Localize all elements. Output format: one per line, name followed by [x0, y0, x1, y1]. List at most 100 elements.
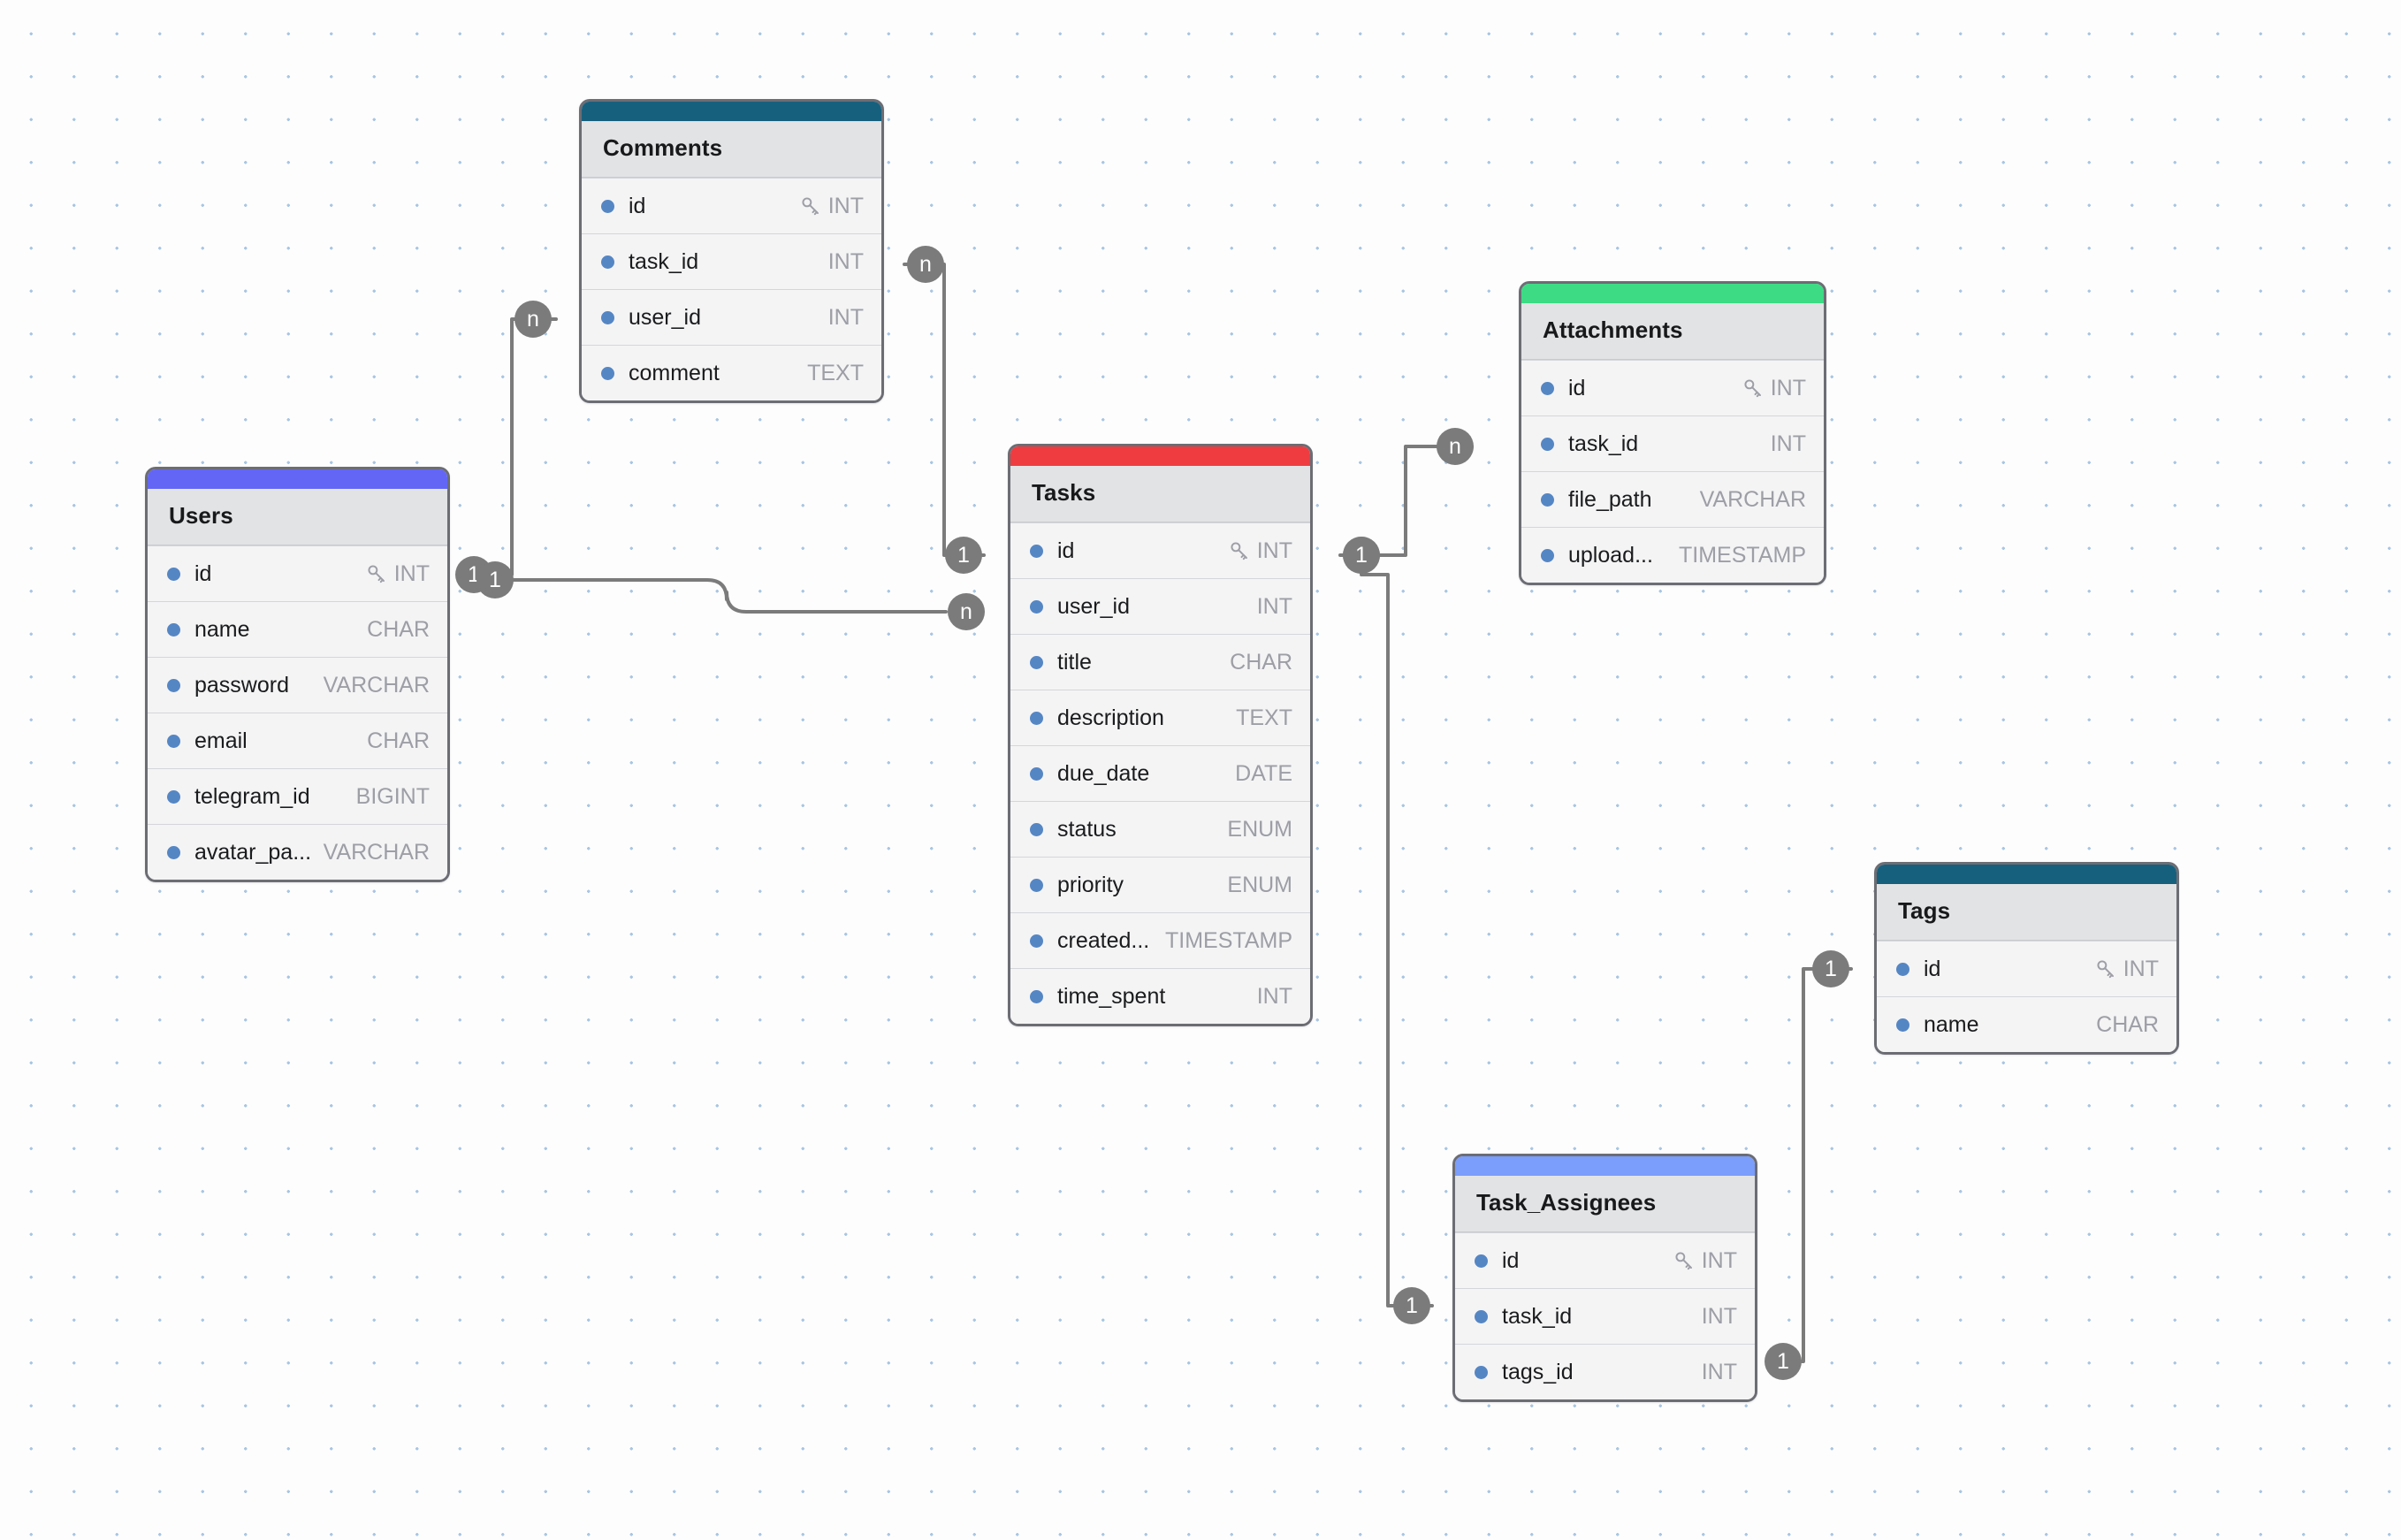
field-bullet-icon: [1541, 548, 1554, 562]
primary-key-icon: [2094, 957, 2117, 980]
cardinality-badge[interactable]: 1: [1765, 1343, 1802, 1380]
table-title: Task_Assignees: [1455, 1176, 1755, 1232]
field-name: file_path: [1568, 486, 1652, 512]
field-type: INT: [1770, 431, 1806, 456]
field-type: TEXT: [1236, 705, 1292, 730]
table-accent-bar: [1521, 284, 1824, 303]
field-type: VARCHAR: [323, 839, 430, 865]
cardinality-badge[interactable]: 1: [1343, 537, 1380, 574]
field-row[interactable]: description TEXT: [1010, 690, 1310, 745]
field-name: id: [1502, 1247, 1520, 1273]
primary-key-icon: [799, 194, 822, 217]
cardinality-badge[interactable]: n: [514, 301, 552, 338]
field-type: TIMESTAMP: [1165, 927, 1292, 953]
field-row[interactable]: created...TIMESTAMP: [1010, 912, 1310, 968]
table-title: Comments: [582, 121, 881, 178]
field-row[interactable]: id INT: [1521, 360, 1824, 415]
cardinality-badge[interactable]: n: [1437, 428, 1474, 465]
field-row[interactable]: id INT: [1455, 1232, 1755, 1288]
field-type: INT: [1256, 537, 1292, 563]
table-title: Tasks: [1010, 466, 1310, 522]
field-bullet-icon: [1541, 437, 1554, 451]
table-accent-bar: [1877, 865, 2176, 884]
field-bullet-icon: [1475, 1309, 1488, 1323]
cardinality-badge[interactable]: 1: [1812, 950, 1849, 987]
field-name: password: [194, 672, 289, 698]
field-name: avatar_pa...: [194, 839, 312, 865]
field-bullet-icon: [1030, 599, 1043, 614]
cardinality-badge[interactable]: 1: [1393, 1287, 1430, 1324]
field-bullet-icon: [167, 734, 180, 748]
field-type: DATE: [1235, 760, 1292, 786]
field-name: status: [1057, 816, 1117, 842]
field-type: ENUM: [1227, 872, 1292, 897]
field-type: INT: [1701, 1247, 1737, 1273]
field-type: INT: [1256, 983, 1292, 1009]
field-row[interactable]: avatar_pa... VARCHAR: [148, 824, 447, 880]
field-type: INT: [1770, 375, 1806, 400]
field-bullet-icon: [167, 845, 180, 859]
primary-key-icon: [1673, 1249, 1696, 1272]
field-name: id: [1568, 375, 1586, 400]
field-name: id: [629, 193, 646, 218]
field-name: telegram_id: [194, 783, 310, 809]
field-name: name: [1924, 1011, 1979, 1037]
field-name: time_spent: [1057, 983, 1166, 1009]
field-type: INT: [393, 560, 430, 586]
field-type: TEXT: [807, 360, 864, 385]
cardinality-badge[interactable]: 1: [476, 561, 514, 598]
field-name: task_id: [1502, 1303, 1573, 1329]
field-type: CHAR: [367, 616, 430, 642]
field-bullet-icon: [601, 310, 614, 324]
field-bullet-icon: [1896, 962, 1909, 976]
field-name: tags_id: [1502, 1359, 1574, 1384]
cardinality-badge[interactable]: 1: [945, 537, 982, 574]
field-bullet-icon: [167, 789, 180, 804]
field-name: description: [1057, 705, 1164, 730]
cardinality-badge[interactable]: n: [948, 593, 985, 630]
field-bullet-icon: [1475, 1365, 1488, 1379]
field-type: INT: [1256, 593, 1292, 619]
cardinality-badge[interactable]: n: [907, 246, 944, 283]
field-row[interactable]: time_spent INT: [1010, 968, 1310, 1024]
field-name: id: [1924, 956, 1941, 981]
table-accent-bar: [1010, 446, 1310, 466]
field-row[interactable]: due_date DATE: [1010, 745, 1310, 801]
field-bullet-icon: [1030, 711, 1043, 725]
field-type: INT: [827, 304, 864, 330]
field-row[interactable]: upload...TIMESTAMP: [1521, 527, 1824, 583]
field-bullet-icon: [1541, 381, 1554, 395]
field-bullet-icon: [1030, 655, 1043, 669]
field-name: due_date: [1057, 760, 1150, 786]
primary-key-icon: [365, 562, 388, 585]
field-bullet-icon: [601, 255, 614, 269]
